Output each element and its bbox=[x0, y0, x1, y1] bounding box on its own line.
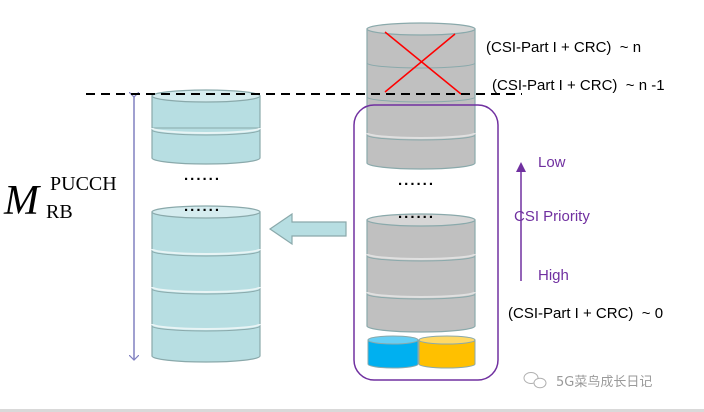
watermark: 5G菜鸟成长日记 bbox=[523, 372, 652, 390]
label-csi-part1-n-minus-1: (CSI-Part I + CRC) ~ n -1 bbox=[492, 77, 665, 94]
left-ellipsis-1: ...... bbox=[184, 167, 221, 184]
pucch-capacity-box bbox=[353, 104, 499, 381]
priority-high-label: High bbox=[538, 267, 569, 284]
math-symbol-m: M bbox=[3, 178, 41, 224]
csi-report-stack-bottom bbox=[366, 213, 476, 333]
priority-low-label: Low bbox=[538, 154, 566, 171]
math-superscript-pucch: PUCCH bbox=[50, 173, 117, 195]
right-ellipsis-1: ...... bbox=[398, 172, 435, 189]
csi-report-stack-top bbox=[366, 22, 476, 170]
csi-part2-block-yellow bbox=[418, 335, 476, 369]
mapping-arrow-icon bbox=[268, 212, 347, 246]
label-csi-part1-n: (CSI-Part I + CRC) ~ n bbox=[486, 39, 641, 56]
right-ellipsis-2: ...... bbox=[398, 205, 435, 222]
priority-axis-label: CSI Priority bbox=[514, 208, 590, 225]
wechat-icon bbox=[523, 372, 547, 389]
left-ellipsis-2: ...... bbox=[184, 198, 221, 215]
bottom-divider bbox=[0, 409, 704, 412]
pucch-resource-stack-top bbox=[151, 89, 261, 165]
pucch-resource-stack-bottom bbox=[151, 205, 261, 363]
m-rb-pucch-label: M PUCCH RB bbox=[3, 173, 117, 224]
label-csi-part1-0: (CSI-Part I + CRC) ~ 0 bbox=[508, 305, 663, 322]
csi-part2-block-blue bbox=[367, 335, 419, 369]
math-subscript-rb: RB bbox=[46, 201, 73, 223]
dropped-cross-icon bbox=[384, 31, 462, 95]
watermark-text: 5G菜鸟成长日记 bbox=[556, 374, 652, 390]
